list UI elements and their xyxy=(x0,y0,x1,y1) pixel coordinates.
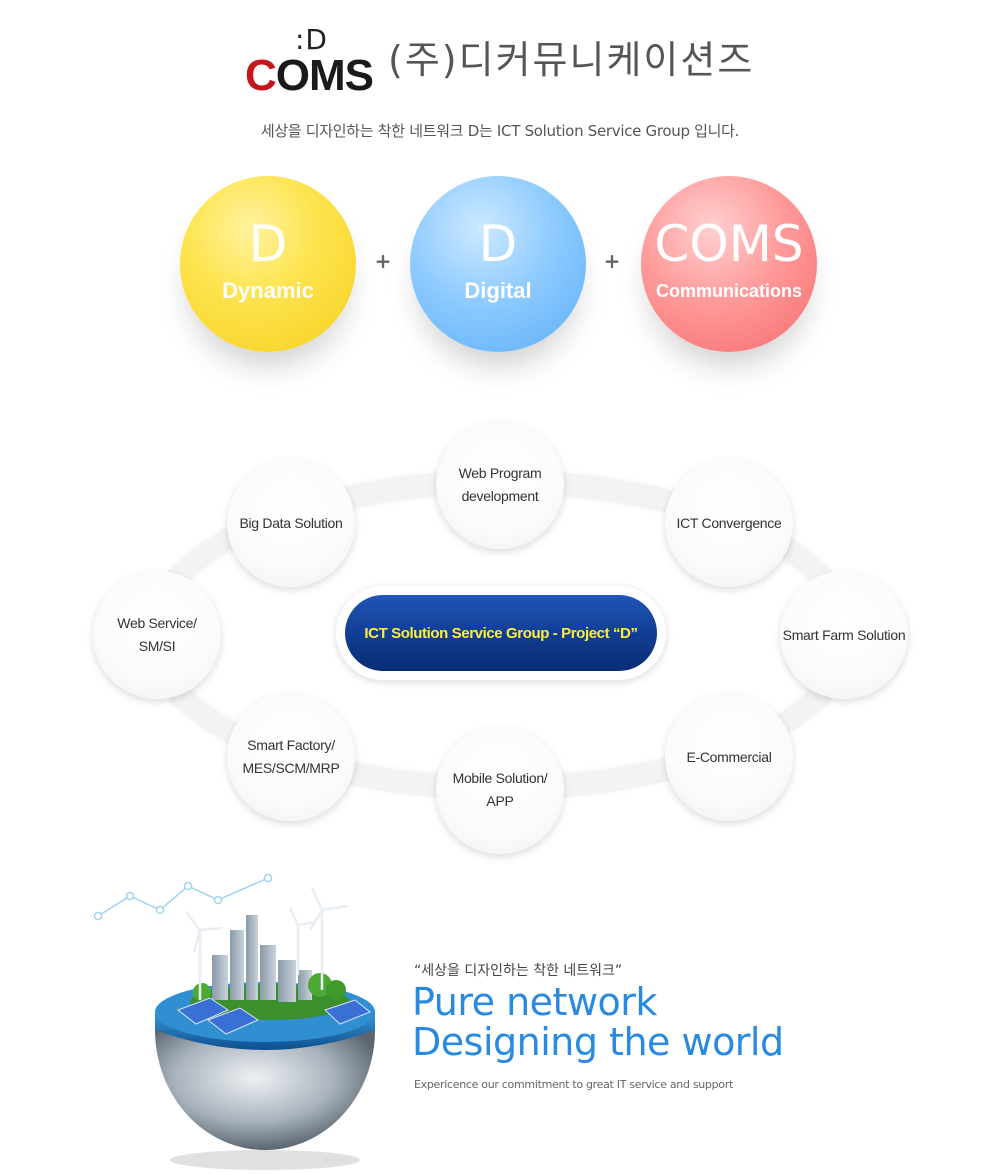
tagline: 세상을 디자인하는 착한 네트워크 D는 ICT Solution Servic… xyxy=(260,122,740,140)
logo-wordmark: COMS xyxy=(245,51,374,100)
pillar-dynamic-letter: D xyxy=(248,215,288,273)
pillar-digital-letter: D xyxy=(478,215,518,273)
footer-quote: “세상을 디자인하는 착한 네트워크” xyxy=(414,963,623,979)
pillar-coms-word: COMS xyxy=(654,215,804,273)
service-label: Mobile Solution/ APP xyxy=(452,770,548,809)
service-smart-farm: Smart Farm Solution xyxy=(780,571,908,699)
pillar-digital: D Digital xyxy=(410,176,586,352)
network-dots xyxy=(93,873,273,921)
headline-line-1: Pure network xyxy=(412,980,657,1024)
pillar-digital-label: Digital xyxy=(464,278,532,303)
pillar-communications-label: Communications xyxy=(655,281,802,301)
service-mobile-solution: Mobile Solution/ APP xyxy=(436,726,564,854)
logo-letters-oms: OMS xyxy=(275,51,374,100)
company-name: (주)디커뮤니케이션즈 xyxy=(388,38,755,82)
footer-subline: Expericence our commitment to great IT s… xyxy=(414,1078,733,1091)
service-label: Big Data Solution xyxy=(239,514,343,531)
service-e-commercial: E-Commercial xyxy=(665,693,793,821)
green-city-globe-illustration xyxy=(90,870,420,1170)
logo-letter-c: C xyxy=(245,51,277,100)
service-label: E-Commercial xyxy=(686,748,772,765)
footer-headline: Pure network Designing the world xyxy=(412,982,784,1062)
pillar-dynamic: D Dynamic xyxy=(180,176,356,352)
plus-icon: + xyxy=(374,249,392,273)
pillar-communications: COMS Communications xyxy=(641,176,817,352)
headline-line-2: Designing the world xyxy=(412,1020,784,1064)
company-logo: :D COMS xyxy=(245,22,390,100)
plus-icon: + xyxy=(603,249,621,273)
globe-illustration-svg xyxy=(93,873,375,1170)
service-label: Smart Farm Solution xyxy=(782,626,906,643)
logo-mark: :D xyxy=(295,23,328,56)
service-big-data: Big Data Solution xyxy=(227,459,355,587)
service-web-program: Web Program development xyxy=(436,421,564,549)
service-label: ICT Convergence xyxy=(676,514,782,531)
service-ict-convergence: ICT Convergence xyxy=(665,459,793,587)
center-project-label: ICT Solution Service Group - Project “D” xyxy=(345,595,657,671)
service-web-service: Web Service/ SM/SI xyxy=(93,571,221,699)
service-label: Web Service/ SM/SI xyxy=(117,615,197,654)
service-label: Web Program development xyxy=(458,465,542,504)
service-label: Smart Factory/ MES/SCM/MRP xyxy=(242,737,340,776)
service-smart-factory: Smart Factory/ MES/SCM/MRP xyxy=(227,693,355,821)
pillar-dynamic-label: Dynamic xyxy=(222,278,314,303)
center-project-badge: ICT Solution Service Group - Project “D” xyxy=(336,586,666,680)
